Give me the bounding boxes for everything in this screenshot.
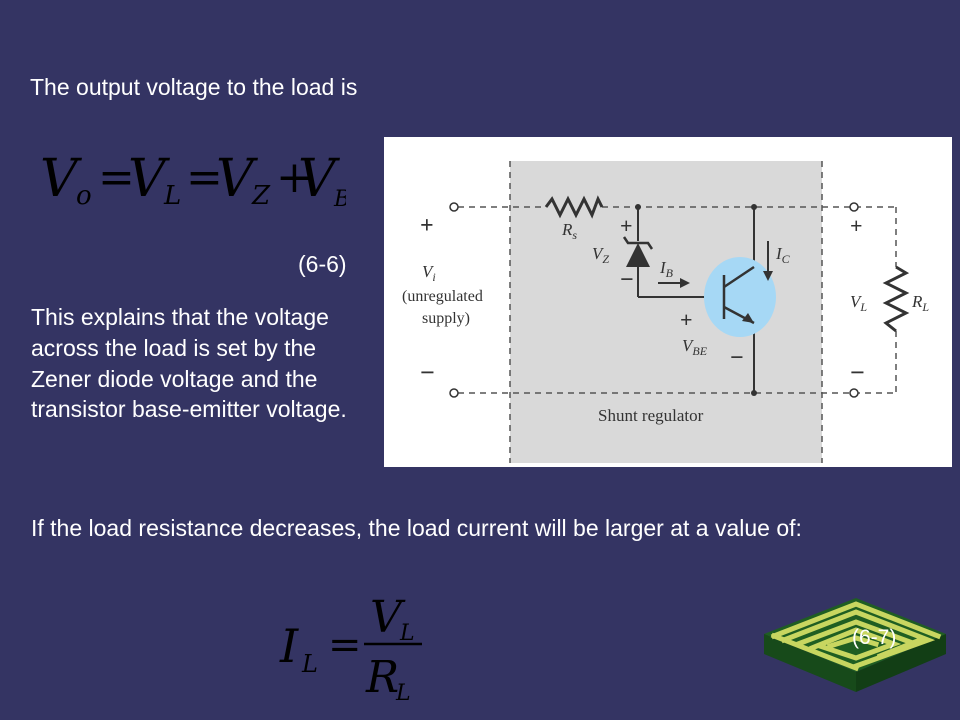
ic-arrowhead (763, 271, 773, 281)
eq2-num-v: V (370, 592, 406, 643)
rs-label: Rs (561, 220, 577, 242)
emitter-arrowhead (742, 313, 754, 323)
eq1-sub-z: Z (251, 181, 271, 211)
maze-base (764, 598, 946, 672)
vl-plus: + (850, 213, 863, 238)
eq1-sub-l: L (163, 181, 181, 211)
vi-plus: + (420, 213, 434, 239)
ib-label: IB (659, 258, 674, 280)
maze-side-right (856, 634, 946, 692)
maze-walls (770, 601, 942, 672)
rl-label: RL (911, 292, 929, 314)
eq1-v3: V (216, 149, 258, 209)
vl-label: VL (850, 292, 867, 314)
diagram-caption: Shunt regulator (598, 406, 704, 425)
maze-side-left (764, 634, 856, 692)
eq2-num-sub: L (399, 621, 415, 646)
eq1-v: V (40, 149, 82, 209)
eq1-sub-o: o (76, 181, 92, 211)
vi-desc-line1: (unregulated (402, 288, 483, 305)
eq1-v2: V (128, 149, 170, 209)
vi-label: Vi (422, 262, 436, 284)
eq2-den-r: R (365, 652, 399, 703)
eq1-equals-1: = (98, 152, 135, 203)
terminal-in-bottom (449, 388, 459, 398)
equation-number-6-7: (6-7) (852, 626, 897, 649)
circuit-svg: + − + − + − + − Rs VZ IB IC VBE Vi (unre… (402, 161, 929, 463)
vbe-plus: + (680, 307, 693, 332)
explanation-text: This explains that the voltage across th… (31, 304, 347, 423)
eq2-den-sub: L (395, 681, 411, 706)
shunt-regulator-diagram: + − + − + − + − Rs VZ IB IC VBE Vi (unre… (384, 137, 952, 467)
vi-minus: − (420, 358, 435, 387)
zener-diode-triangle (626, 243, 650, 267)
eq2-lhs-sub: L (301, 650, 318, 678)
resistor-rl-zigzag (882, 265, 910, 333)
vbe-minus: − (730, 345, 744, 371)
vl-minus: − (850, 358, 865, 387)
eq1-equals-2: = (186, 152, 223, 203)
transistor-highlight (704, 257, 776, 337)
vi-desc-line2: supply) (422, 310, 470, 327)
eq2-equals: = (328, 622, 362, 668)
intro-text: The output voltage to the load is (30, 74, 358, 100)
vz-minus: − (620, 267, 634, 293)
eq2-lhs-i: I (279, 619, 299, 673)
terminal-out-bottom (849, 388, 859, 398)
transistor-collector-leg (723, 265, 755, 289)
vz-label: VZ (592, 244, 609, 266)
resistor-rs-zigzag (544, 195, 604, 219)
terminal-out-top (849, 202, 859, 212)
load-current-text: If the load resistance decreases, the lo… (31, 515, 802, 541)
vbe-label: VBE (682, 336, 708, 358)
maze-logo (764, 598, 946, 692)
eq1-v4: V (298, 149, 340, 209)
ic-label: IC (775, 244, 791, 266)
terminal-in-top (449, 202, 459, 212)
eq1-sub-be: BE (333, 187, 346, 212)
ib-arrowhead (680, 278, 690, 288)
zener-diode-bar (622, 236, 654, 250)
equation-number-6-6: (6-6) (298, 251, 347, 277)
eq1-plus: + (276, 152, 313, 203)
output-voltage-equation: V o = V L = V Z + V BE (40, 149, 346, 212)
vz-plus: + (620, 213, 633, 238)
load-current-equation: I L = V L R L (279, 592, 422, 706)
